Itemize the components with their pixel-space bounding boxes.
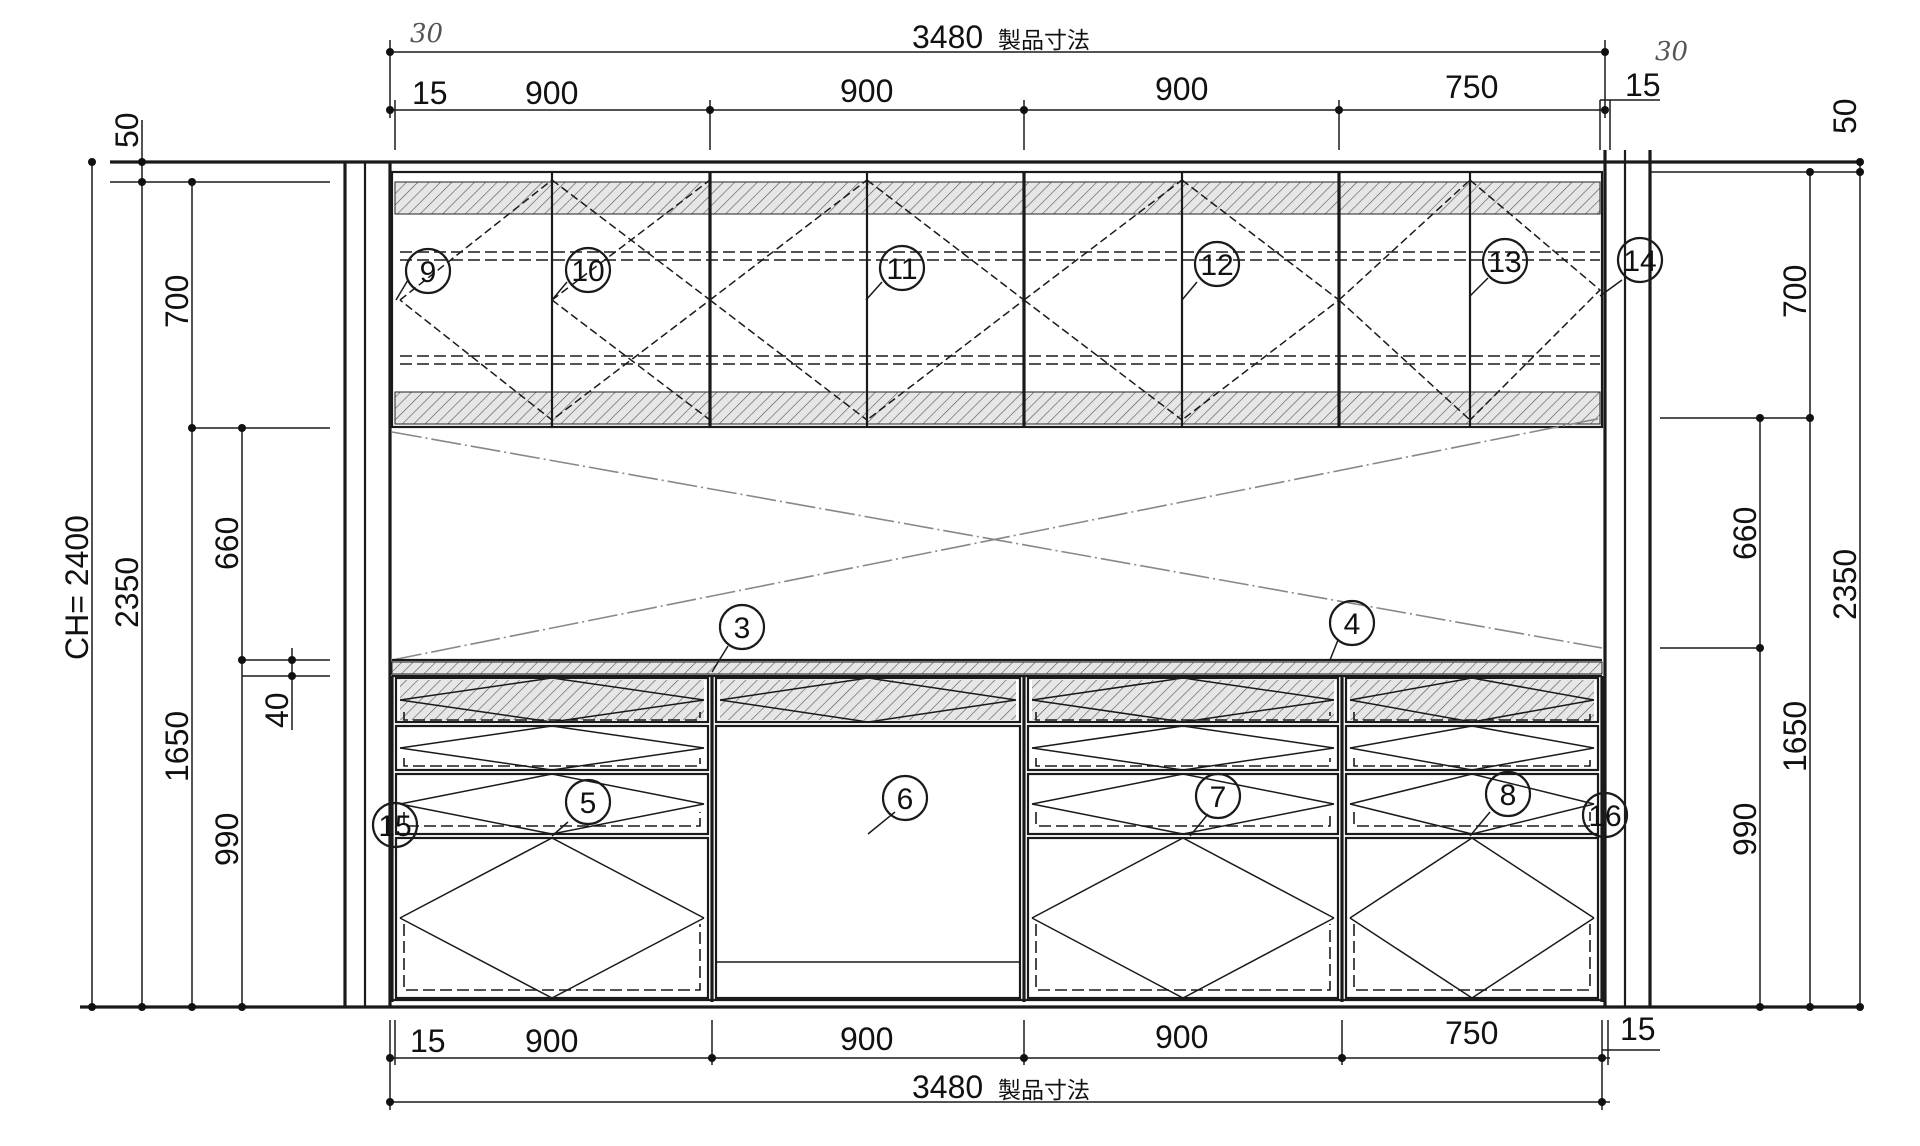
svg-text:7: 7	[1210, 781, 1227, 814]
bottom-segment-3: 900	[1155, 1019, 1208, 1055]
bottom-edge-left: 15	[410, 1023, 446, 1059]
top-edge-right: 15	[1625, 67, 1661, 103]
svg-text:3: 3	[734, 612, 751, 645]
left-middle-height: 660	[209, 517, 245, 570]
tag-7: 7	[1194, 772, 1242, 820]
left-dimensions: 50 CH= 2400 2350 700 660 40 1650 990	[59, 112, 330, 1011]
svg-text:14: 14	[1623, 245, 1656, 278]
tag-9: 9	[404, 247, 452, 295]
svg-text:16: 16	[1588, 800, 1621, 833]
tag-11: 11	[878, 244, 926, 292]
bottom-segment-1: 900	[525, 1023, 578, 1059]
left-ceiling-height: CH= 2400	[59, 515, 95, 660]
tag-13: 13	[1481, 237, 1529, 285]
bottom-edge-right: 15	[1620, 1011, 1656, 1047]
handwritten-note-right: 30	[1655, 37, 1688, 67]
right-total-height: 2350	[1827, 549, 1863, 620]
top-segment-1: 900	[525, 75, 578, 111]
right-upper-height: 700	[1777, 265, 1813, 318]
tag-12: 12	[1193, 240, 1241, 288]
left-top-gap: 50	[109, 112, 145, 148]
right-lower-total: 1650	[1777, 701, 1813, 772]
handwritten-note-left: 30	[410, 19, 443, 49]
tag-5: 5	[564, 778, 612, 826]
right-top-gap: 50	[1827, 98, 1863, 134]
top-dimensions: 3480 製品寸法 15 900 900 900 750 15 30 30	[386, 19, 1688, 150]
svg-text:8: 8	[1500, 779, 1517, 812]
bottom-segment-2: 900	[840, 1021, 893, 1057]
left-upper-height: 700	[159, 275, 195, 328]
left-lower-height: 990	[209, 813, 245, 866]
cabinet-structure	[80, 150, 1860, 1009]
svg-text:5: 5	[580, 787, 597, 820]
tag-8: 8	[1484, 770, 1532, 818]
svg-text:11: 11	[886, 253, 917, 286]
svg-text:4: 4	[1344, 608, 1361, 641]
tag-4: 4	[1328, 599, 1376, 647]
left-lower-total: 1650	[159, 711, 195, 782]
top-segment-4: 750	[1445, 69, 1498, 105]
top-segment-2: 900	[840, 73, 893, 109]
svg-text:12: 12	[1200, 249, 1233, 282]
tag-3: 3	[718, 603, 766, 651]
svg-text:13: 13	[1488, 246, 1521, 279]
top-edge-left: 15	[412, 75, 448, 111]
svg-text:9: 9	[420, 256, 437, 289]
tag-15: 15	[371, 801, 419, 849]
bottom-overall-label: 製品寸法	[998, 1078, 1090, 1104]
tag-16: 16	[1581, 791, 1629, 839]
top-overall-label: 製品寸法	[998, 28, 1090, 54]
item-tags: 3 4 5 6 7 8 9 10 11 12 13 14 15 16	[371, 236, 1664, 849]
left-total-height: 2350	[109, 557, 145, 628]
tag-6: 6	[881, 774, 929, 822]
svg-text:6: 6	[897, 783, 914, 816]
right-middle-height: 660	[1727, 507, 1763, 560]
bottom-segment-4: 750	[1445, 1015, 1498, 1051]
right-dimensions: 50 700 2350 660 1650 990	[1660, 98, 1864, 1011]
bottom-overall-dimension: 3480	[912, 1069, 983, 1105]
tag-10: 10	[564, 246, 612, 294]
top-segment-3: 900	[1155, 71, 1208, 107]
top-overall-dimension: 3480	[912, 19, 983, 55]
svg-text:15: 15	[378, 810, 411, 843]
bottom-dimensions: 15 900 900 900 750 15 3480 製品寸法	[386, 1011, 1660, 1110]
svg-text:10: 10	[571, 255, 604, 288]
right-lower-height: 990	[1727, 803, 1763, 856]
left-counter-top: 40	[259, 692, 295, 728]
tag-14: 14	[1616, 236, 1664, 284]
